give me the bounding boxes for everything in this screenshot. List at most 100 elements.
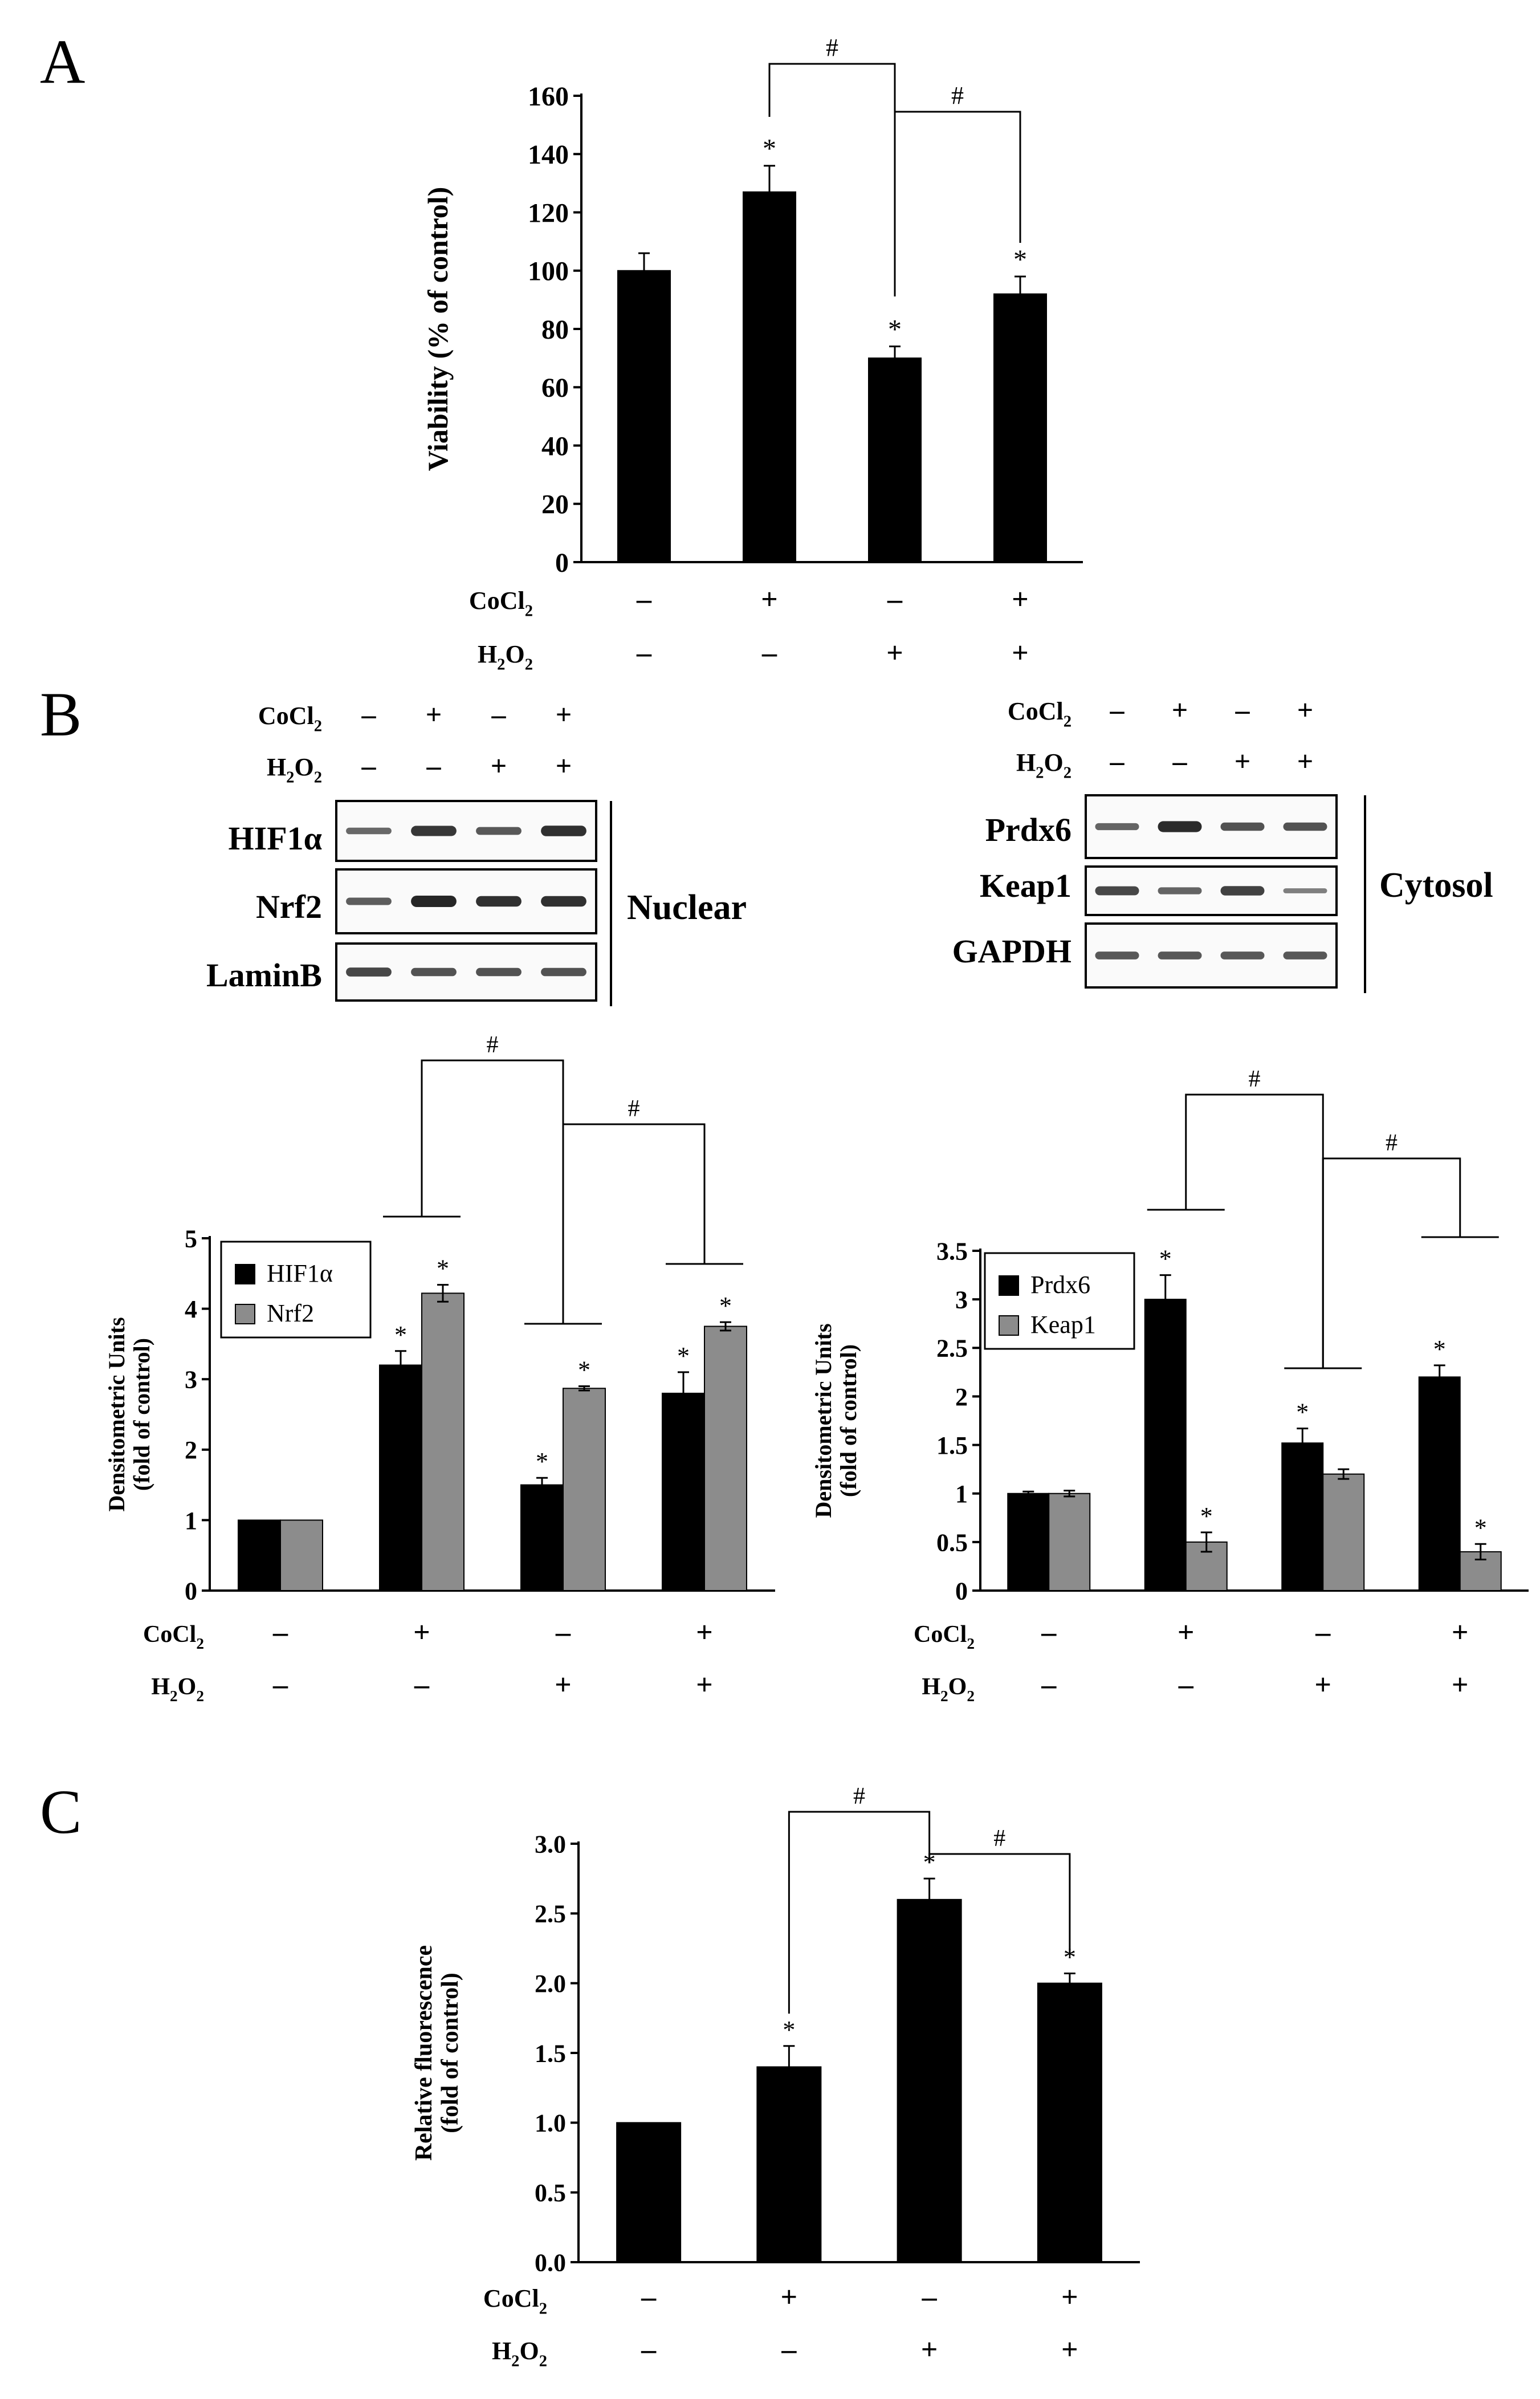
panel-label-c: C [40, 1777, 82, 1847]
bar [897, 1898, 962, 2263]
h2o2-sign: – [414, 1669, 430, 1701]
cocl2-row-label: CoCl2 [914, 1621, 975, 1652]
comparison-hash: # [487, 1032, 499, 1058]
y-tick-label: 1 [955, 1480, 968, 1508]
bar [421, 1292, 465, 1591]
blot-band [1095, 886, 1139, 896]
y-tick-label: 60 [541, 373, 569, 403]
y-tick-label: 1.5 [936, 1432, 968, 1459]
significance-star: * [1433, 1335, 1446, 1363]
blot-band [541, 896, 586, 907]
blot-h2o2-sign: + [1297, 745, 1314, 777]
cocl2-sign: – [1041, 1616, 1057, 1649]
cocl2-sign: + [761, 583, 778, 616]
y-tick-label: 2.5 [936, 1335, 968, 1363]
y-axis-label: Densitometric Units(fold of control) [104, 1317, 154, 1511]
h2o2-sign: + [1314, 1669, 1331, 1701]
bar [993, 293, 1047, 563]
legend-swatch [999, 1275, 1019, 1296]
significance-star: * [536, 1447, 548, 1475]
cocl2-sign: – [272, 1616, 288, 1649]
comparison-hash: # [993, 1825, 1005, 1852]
bar [1322, 1473, 1365, 1592]
blot-cocl2-sign: + [1172, 694, 1188, 726]
significance-star: * [1474, 1514, 1487, 1542]
comparison-bracket [1322, 1157, 1461, 1368]
cocl2-sign: + [1452, 1616, 1469, 1649]
legend-swatch [235, 1304, 255, 1324]
significance-star: * [763, 134, 776, 164]
h2o2-sign: – [636, 637, 652, 669]
legend-swatch [999, 1315, 1019, 1336]
y-axis-label: Viability (% of control) [422, 187, 454, 471]
blot-cocl2-sign: – [1110, 694, 1125, 726]
cocl2-sign: – [1315, 1616, 1331, 1649]
cocl2-sign: – [922, 2281, 938, 2313]
comparison-hash: # [826, 34, 838, 62]
western-blot-cytosol: Prdx6 Keap1 GAPDH Cytosol CoCl2H2O2––+––… [952, 694, 1493, 993]
comparison-bracket [1185, 1093, 1324, 1368]
legend-label: Prdx6 [1030, 1271, 1090, 1299]
blot-cyt-label-gapdh: GAPDH [952, 933, 1072, 970]
blot-h2o2-sign: – [361, 750, 377, 782]
bar [662, 1392, 705, 1591]
blot-band [1095, 823, 1139, 831]
y-tick-label: 2.5 [535, 1900, 566, 1928]
y-tick-label: 1.5 [535, 2039, 566, 2067]
y-tick-label: 160 [528, 82, 569, 112]
blot-band [1283, 952, 1327, 959]
bar [1007, 1493, 1050, 1592]
comparison-bracket [562, 1123, 706, 1324]
h2o2-sign: + [886, 637, 903, 669]
blot-nuc-compartment-label: Nuclear [627, 888, 747, 927]
bar [868, 357, 922, 563]
significance-star: * [437, 1255, 449, 1283]
h2o2-sign: + [921, 2333, 938, 2366]
bar [1037, 1982, 1102, 2263]
y-tick-label: 0 [555, 548, 569, 578]
h2o2-sign: + [696, 1669, 713, 1701]
significance-star: * [1064, 1943, 1076, 1971]
y-axis-label: Relative fluorescence(fold of control) [411, 1945, 463, 2161]
y-tick-label: 3 [185, 1366, 197, 1394]
significance-star: * [1159, 1245, 1172, 1273]
significance-star: * [394, 1321, 407, 1349]
blot-band [411, 896, 457, 907]
legend-label: HIF1α [267, 1259, 333, 1287]
y-tick-label: 120 [528, 198, 569, 228]
blot-cocl2-sign: – [361, 698, 377, 730]
blot-band [476, 967, 522, 977]
blot-band [1158, 952, 1202, 959]
bar [379, 1364, 422, 1591]
cocl2-sign: + [413, 1616, 430, 1649]
significance-star: * [719, 1292, 732, 1320]
blot-band [1283, 822, 1327, 831]
y-tick-label: 2 [955, 1383, 968, 1411]
h2o2-sign: – [1178, 1669, 1194, 1701]
blot-nuc-label-hif1a: HIF1α [229, 820, 322, 857]
h2o2-sign: – [641, 2333, 657, 2366]
significance-star: * [1013, 245, 1027, 275]
western-blot-nuclear: HIF1α Nrf2 LaminB Nuclear CoCl2H2O2––+––… [206, 698, 747, 1006]
blot-cyt-compartment-label: Cytosol [1379, 866, 1493, 905]
h2o2-sign: – [781, 2333, 797, 2366]
y-tick-label: 0 [955, 1577, 968, 1605]
comparison-hash: # [628, 1096, 640, 1122]
blot-nuc-label-laminb: LaminB [206, 957, 322, 994]
bar [704, 1325, 747, 1591]
comparison-hash: # [1386, 1130, 1398, 1156]
legend-label: Keap1 [1030, 1311, 1096, 1339]
h2o2-row-label: H2O2 [492, 2337, 547, 2370]
blot-band [346, 967, 392, 977]
cocl2-sign: – [641, 2281, 657, 2313]
comparison-bracket [894, 111, 1021, 296]
blot-h2o2-sign: – [1110, 745, 1125, 777]
cocl2-sign: + [696, 1616, 713, 1649]
legend-swatch [235, 1264, 255, 1284]
y-tick-label: 0.0 [535, 2248, 566, 2276]
legend-box [984, 1252, 1135, 1350]
h2o2-sign: – [1041, 1669, 1057, 1701]
significance-star: * [1296, 1398, 1309, 1426]
